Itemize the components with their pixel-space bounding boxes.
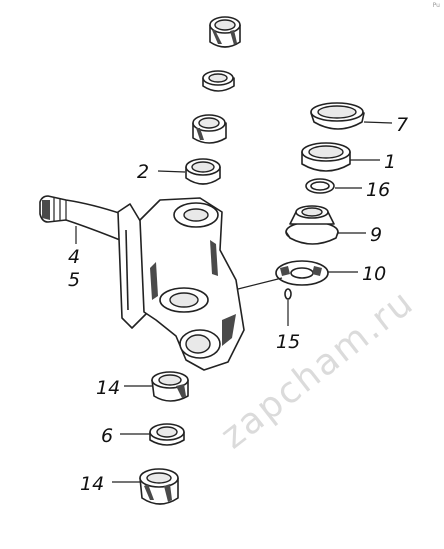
watermark: zapcham.ru (213, 282, 422, 458)
bushing-part-9 (285, 205, 339, 245)
callout-1: 1 (384, 151, 396, 173)
callout-4: 4 (68, 246, 80, 268)
second-roller-bearing (192, 114, 227, 144)
thrust-washer-part-10 (275, 260, 329, 286)
callout-15: 15 (276, 331, 300, 353)
spacer-ring-part-16 (305, 178, 335, 194)
callout-9: 9 (370, 224, 382, 246)
seal-part-2 (185, 158, 221, 185)
washer-part-6 (149, 423, 185, 446)
callout-6: 6 (101, 425, 113, 447)
leader-7 (363, 121, 393, 124)
top-roller-bearing (209, 16, 241, 48)
steering-knuckle-part-4-5 (39, 195, 245, 371)
callout-16: 16 (366, 179, 390, 201)
lower-bearing-part-14-b (139, 468, 179, 505)
pin-part-15 (284, 288, 292, 300)
bearing-part-1 (301, 142, 351, 172)
callout-14-b: 14 (80, 473, 104, 495)
callout-14-a: 14 (96, 377, 120, 399)
dust-cover-part-7 (310, 102, 365, 130)
corner-mark: Pu (432, 2, 440, 9)
lower-bearing-part-14-a (151, 371, 189, 402)
upper-washer (202, 70, 235, 92)
leader-2 (157, 170, 186, 173)
callout-10: 10 (362, 263, 386, 285)
callout-5: 5 (68, 269, 80, 291)
callout-2: 2 (137, 161, 149, 183)
callout-7: 7 (396, 114, 408, 136)
